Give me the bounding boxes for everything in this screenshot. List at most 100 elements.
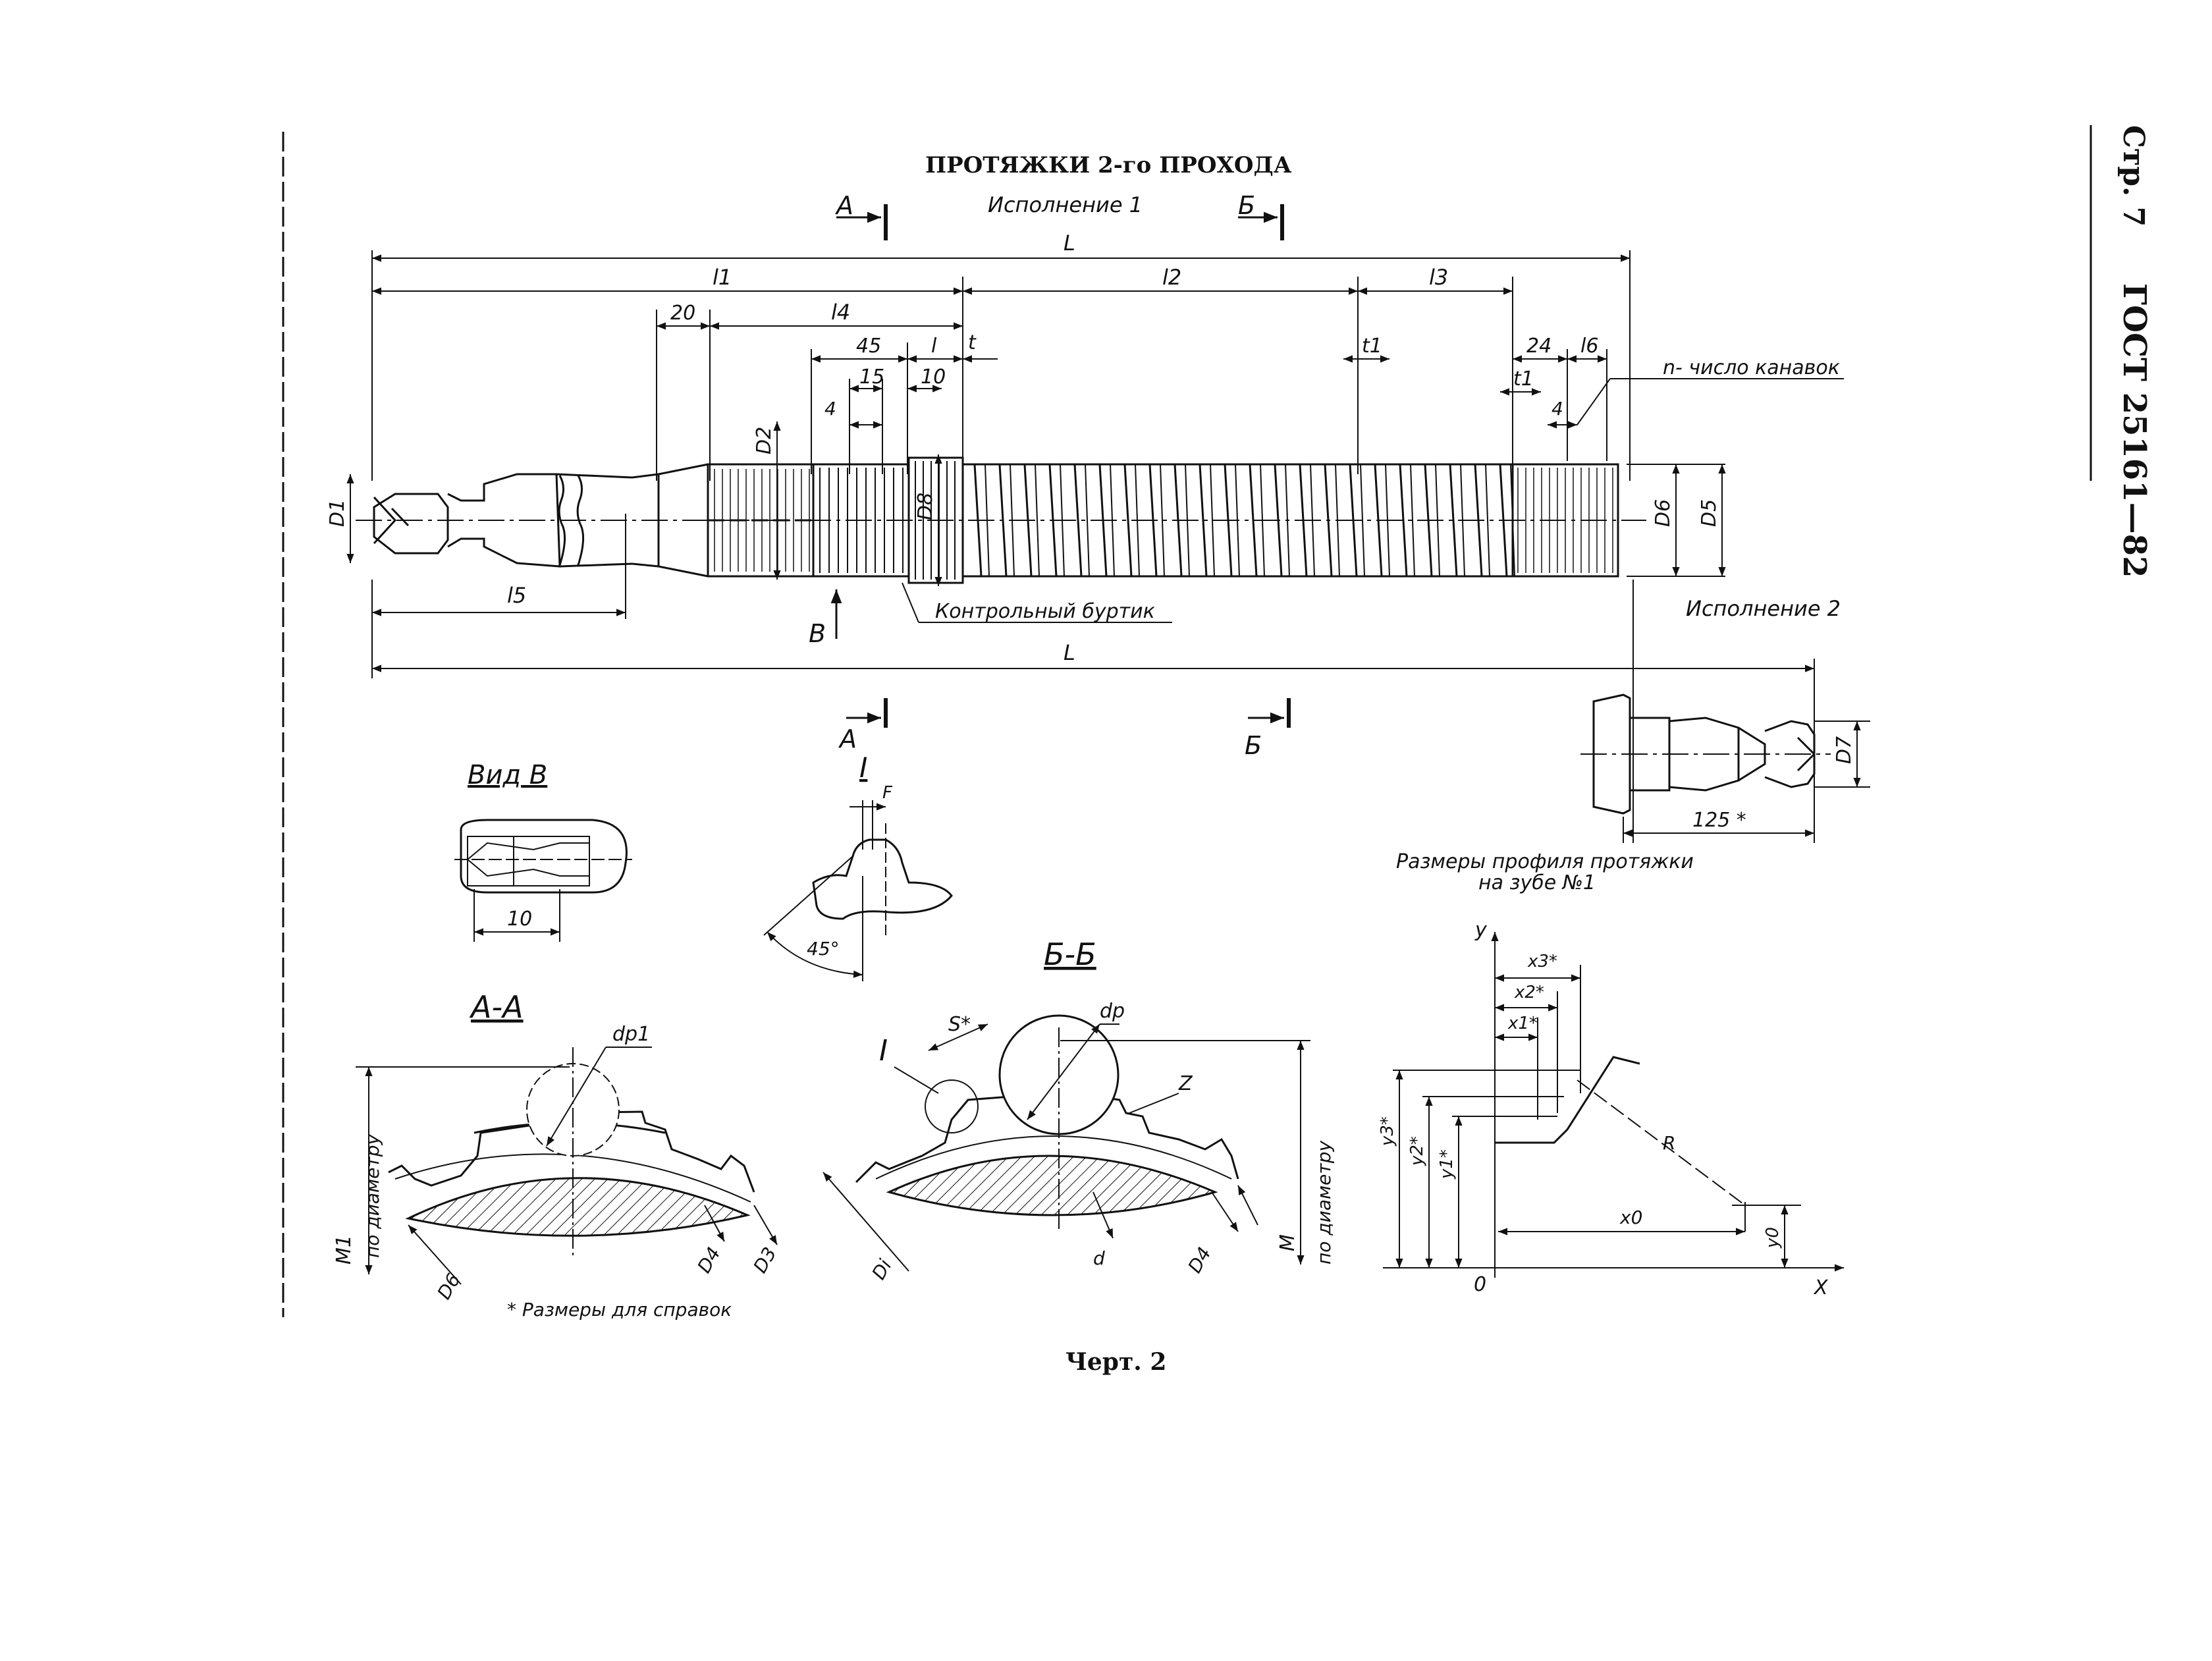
svg-text:x3*: x3* (1527, 952, 1557, 971)
tooth-line (1249, 464, 1258, 577)
svg-text:S*: S* (948, 1013, 971, 1036)
dim-15-10-4: 15 10 4 (824, 366, 946, 474)
tooth-line (1123, 464, 1133, 577)
svg-text:l2: l2 (1162, 265, 1181, 290)
svg-text:Б-Б: Б-Б (1044, 937, 1096, 972)
dim-right-group: 24 l6 t1 4 n- число канавок (1500, 335, 1844, 461)
svg-text:Б: Б (1245, 731, 1262, 760)
svg-text:D4: D4 (1183, 1243, 1215, 1277)
variant-2-label: Исполнение 2 (1686, 596, 1841, 621)
section-mark-a-top: А (834, 191, 888, 240)
svg-text:I: I (859, 751, 867, 784)
svg-text:Z: Z (1178, 1072, 1193, 1095)
svg-text:x2*: x2* (1514, 983, 1544, 1002)
dim-125: 125 * (1623, 809, 1814, 843)
svg-text:dp: dp (1100, 1000, 1125, 1023)
tooth-line (1035, 464, 1040, 577)
dim-l1-l2-l3: l1 l2 l3 (372, 265, 1513, 481)
detail-i: I F 45° (763, 751, 953, 981)
tooth-line (1410, 464, 1415, 577)
svg-text:А-А: А-А (469, 989, 524, 1025)
control-collar-leader: Контрольный буртик (902, 582, 1172, 623)
svg-text:y: y (1474, 919, 1488, 942)
svg-text:t1: t1 (1362, 335, 1382, 358)
svg-text:L: L (1064, 640, 1075, 665)
dim-l5: l5 (372, 514, 626, 619)
dim-D7: D7 (1814, 721, 1870, 788)
dim-20-l4: 20 l4 (656, 300, 963, 481)
svg-text:10: 10 (921, 366, 946, 389)
svg-text:y2*: y2* (1407, 1136, 1427, 1166)
svg-text:l1: l1 (713, 265, 732, 290)
svg-text:y3*: y3* (1378, 1116, 1397, 1147)
svg-text:l4: l4 (831, 300, 850, 325)
profile-graph: Размеры профиля протяжки на зубе №1 y X … (1378, 850, 1844, 1299)
svg-text:по диаметру: по диаметру (1313, 1141, 1335, 1265)
svg-text:В: В (809, 619, 826, 648)
tooth-line (1449, 464, 1458, 577)
tooth-line (1160, 464, 1165, 577)
standard-number: ГОСТ 25161—82 (2116, 283, 2153, 578)
tooth-line (1399, 464, 1408, 577)
svg-text:n- число канавок: n- число канавок (1663, 356, 1840, 379)
svg-text:D3: D3 (749, 1243, 780, 1277)
dim-L-bottom: L (371, 580, 1815, 843)
svg-text:X: X (1813, 1276, 1829, 1299)
svg-text:по диаметру: по диаметру (362, 1134, 383, 1258)
svg-text:D2: D2 (753, 427, 776, 454)
svg-text:R: R (1663, 1132, 1675, 1154)
drawing-title: ПРОТЯЖКИ 2-го ПРОХОДА (925, 152, 1292, 178)
svg-text:dp1: dp1 (612, 1023, 650, 1046)
section-aa: А-А dp1 M1 по диаметру D6 D4 D3 * Размер… (333, 989, 781, 1321)
svg-text:D7: D7 (1833, 736, 1856, 764)
svg-text:y1*: y1* (1437, 1149, 1457, 1180)
svg-text:0: 0 (1474, 1273, 1486, 1296)
svg-text:l5: l5 (507, 583, 526, 608)
tooth-line (1085, 464, 1090, 577)
svg-text:24: 24 (1526, 335, 1551, 358)
svg-text:D4: D4 (693, 1243, 724, 1277)
footnote: * Размеры для справок (507, 1299, 732, 1321)
svg-text:D8: D8 (914, 493, 937, 520)
figure-caption: Черт. 2 (1066, 1348, 1166, 1376)
svg-text:D5: D5 (1698, 499, 1721, 527)
svg-text:20: 20 (670, 302, 695, 325)
svg-text:x1*: x1* (1507, 1014, 1538, 1033)
svg-text:D6: D6 (1652, 499, 1675, 527)
svg-text:D1: D1 (326, 499, 349, 527)
view-arrow-v: В (809, 589, 842, 648)
svg-text:4: 4 (1551, 398, 1563, 420)
tooth-line (1210, 464, 1215, 577)
svg-text:45°: 45° (807, 938, 840, 960)
variant-1-label: Исполнение 1 (988, 192, 1143, 217)
svg-text:4: 4 (824, 398, 836, 420)
dim-t1-middle: t1 (1343, 335, 1389, 363)
section-mark-b-top: Б (1238, 191, 1284, 240)
svg-text:125 *: 125 * (1692, 809, 1746, 832)
svg-text:l3: l3 (1429, 265, 1448, 290)
tooth-line (1360, 464, 1365, 577)
svg-text:L: L (1064, 231, 1075, 256)
tooth-line (1485, 464, 1490, 577)
svg-text:Размеры профиля протяжки: Размеры профиля протяжки (1396, 850, 1694, 873)
svg-text:I: I (879, 1034, 888, 1068)
svg-text:d: d (1093, 1247, 1105, 1269)
svg-text:на зубе №1: на зубе №1 (1478, 871, 1596, 894)
svg-text:Б: Б (1238, 191, 1255, 220)
section-mark-b-bottom: Б (1245, 698, 1291, 760)
dim-45-l-t: 45 l t (811, 331, 998, 474)
tooth-line (1199, 464, 1208, 577)
svg-text:M1: M1 (333, 1235, 356, 1265)
svg-text:А: А (834, 191, 853, 220)
svg-text:45: 45 (856, 335, 881, 358)
view-v: Вид В 10 (454, 760, 632, 942)
svg-text:l: l (931, 335, 937, 358)
dim-D2: D2 (753, 422, 781, 580)
svg-text:10: 10 (507, 908, 532, 931)
svg-text:F: F (882, 783, 893, 803)
svg-text:x0: x0 (1619, 1207, 1642, 1228)
svg-text:А: А (838, 724, 857, 753)
svg-text:t: t (968, 331, 977, 354)
